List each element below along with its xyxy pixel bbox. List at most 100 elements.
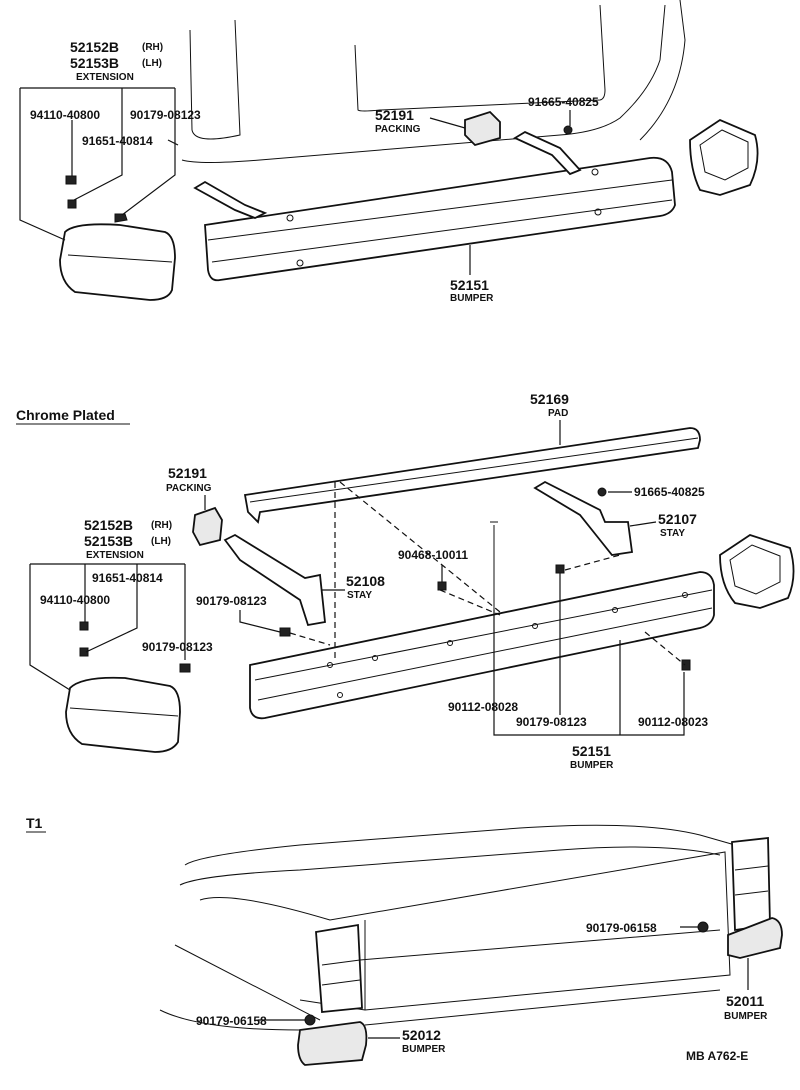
bumper-rib <box>254 589 713 681</box>
screw-91665-40825-icon <box>563 125 573 135</box>
label-bumper-lh-text: BUMPER <box>402 1044 446 1055</box>
nut-90179-06158-lh-icon <box>304 1014 316 1026</box>
bumper-hole <box>532 623 538 629</box>
nut-90179-08123-chrome-icon <box>179 663 191 673</box>
bumper-pad-52169 <box>243 427 701 524</box>
bumper-rib <box>207 179 673 241</box>
label-extension-chrome-rh: 52152B <box>84 517 133 533</box>
label-extension-text: EXTENSION <box>76 72 134 83</box>
taillight-lh <box>315 923 363 1013</box>
extension-rib <box>67 254 173 263</box>
label-clip: 90468-10011 <box>398 548 468 562</box>
bumper-52011 <box>727 917 783 959</box>
rear-bumper-52151 <box>204 156 676 282</box>
label-nut-b: 90179-08123 <box>142 640 213 654</box>
assembly-line-6 <box>289 632 331 646</box>
assembly-line-3 <box>439 589 501 616</box>
vehicle-body-outline <box>189 19 241 140</box>
vehicle-rear-roof-2 <box>179 846 721 886</box>
nut-90179-08123-center-icon <box>555 564 565 574</box>
vehicle-lower-body <box>159 944 721 1031</box>
assembly-line-4 <box>564 554 621 571</box>
bumper-hole <box>591 168 599 176</box>
bumper-stay-left <box>193 180 268 219</box>
label-packing-chrome-text: PACKING <box>166 483 212 494</box>
label-screw-1: 91651-40814 <box>82 134 153 148</box>
label-screw-b: 91651-40814 <box>92 571 163 585</box>
bumper-hole <box>337 692 343 698</box>
leader-bumper-chrome <box>493 573 685 736</box>
clip-90468-10011-icon <box>437 581 447 591</box>
label-packing-num: 52191 <box>375 107 414 123</box>
label-extension-lh: 52153B <box>70 55 119 71</box>
label-packing-chrome-num: 52191 <box>168 465 207 481</box>
top-section: 52152B (RH) 52153B (LH) EXTENSION 94110-… <box>19 0 759 304</box>
extension-rib <box>69 707 179 717</box>
bumper-hole <box>327 662 333 668</box>
chrome-plated-section: Chrome Plated <box>16 391 795 771</box>
nut-90179-08123-stay-icon <box>279 627 291 637</box>
label-extension-rh-side: (RH) <box>142 42 163 53</box>
vehicle-body-side <box>181 4 666 163</box>
leader-screw-1 <box>73 95 123 201</box>
label-nut-rh: 90179-06158 <box>586 921 657 935</box>
vehicle-tailgate <box>199 851 731 1011</box>
label-screw-2: 91665-40825 <box>528 95 599 109</box>
label-stay-lh-num: 52108 <box>346 573 385 589</box>
bumper-52012 <box>297 1021 368 1066</box>
bumper-stay-52108 <box>223 533 326 627</box>
pad-edge <box>249 437 699 503</box>
bumper-stay-52107 <box>533 480 634 556</box>
label-bumper-rh-num: 52011 <box>726 993 764 1009</box>
label-stay-rh-text: STAY <box>660 528 685 539</box>
label-packing-text: PACKING <box>375 124 421 135</box>
label-extension-chrome-lh: 52153B <box>84 533 133 549</box>
label-nut-1: 90179-08123 <box>130 108 201 122</box>
label-bumper-chrome-num: 52151 <box>572 743 611 759</box>
bumper-hole <box>296 259 304 267</box>
chrome-plated-heading: Chrome Plated <box>16 407 115 423</box>
nut-90179-06158-rh-icon <box>697 921 709 933</box>
label-nut-a: 90179-08123 <box>196 594 267 608</box>
packing-52191-chrome <box>192 506 223 547</box>
label-bumper-rh-text: BUMPER <box>724 1011 768 1022</box>
label-extension-rh: 52152B <box>70 39 119 55</box>
bumper-extension-lh <box>59 223 176 301</box>
leader-nut-a <box>239 610 281 633</box>
bolt-94110-40800-icon <box>65 175 77 185</box>
label-extension-chrome-lh-side: (LH) <box>151 536 171 547</box>
bumper-stay-right <box>513 130 582 176</box>
assembly-line-2 <box>339 481 501 613</box>
label-bolt-c: 90112-08028 <box>448 700 518 714</box>
label-bolt-d: 90112-08023 <box>638 715 708 729</box>
screw-91651-40814-chrome-icon <box>79 647 89 657</box>
label-stay-lh-text: STAY <box>347 590 372 601</box>
end-cap-inner <box>729 544 781 595</box>
vehicle-body-side-inner <box>639 0 686 141</box>
bumper-hole <box>372 655 378 661</box>
leader-packing <box>429 117 466 129</box>
taillight-lh-lens <box>321 959 361 986</box>
bolt-90112-08023-icon <box>681 659 691 671</box>
rear-bumper-52151-chrome <box>249 571 715 720</box>
screw-91651-40814-icon <box>67 199 77 209</box>
label-pad-text: PAD <box>548 408 568 419</box>
label-extension-chrome-rh-side: (RH) <box>151 520 172 531</box>
label-extension-lh-side: (LH) <box>142 58 162 69</box>
label-stay-rh-num: 52107 <box>658 511 697 527</box>
label-bumper-lh-num: 52012 <box>402 1027 441 1043</box>
vehicle-rear-roof <box>184 824 736 866</box>
nut-90179-08123-icon <box>114 213 128 223</box>
bolt-90112-08028-icon <box>490 521 498 610</box>
label-bumper-num: 52151 <box>450 277 489 293</box>
vehicle-door-opening <box>354 4 606 112</box>
leader-stay-rh <box>629 521 657 527</box>
bumper-hole <box>682 592 688 598</box>
leader-screw-1b <box>167 139 179 146</box>
label-extension-chrome-text: EXTENSION <box>86 550 144 561</box>
taillight-rh-lens <box>734 865 769 896</box>
packing-52191-top <box>464 110 501 147</box>
leader-extension <box>19 87 176 241</box>
